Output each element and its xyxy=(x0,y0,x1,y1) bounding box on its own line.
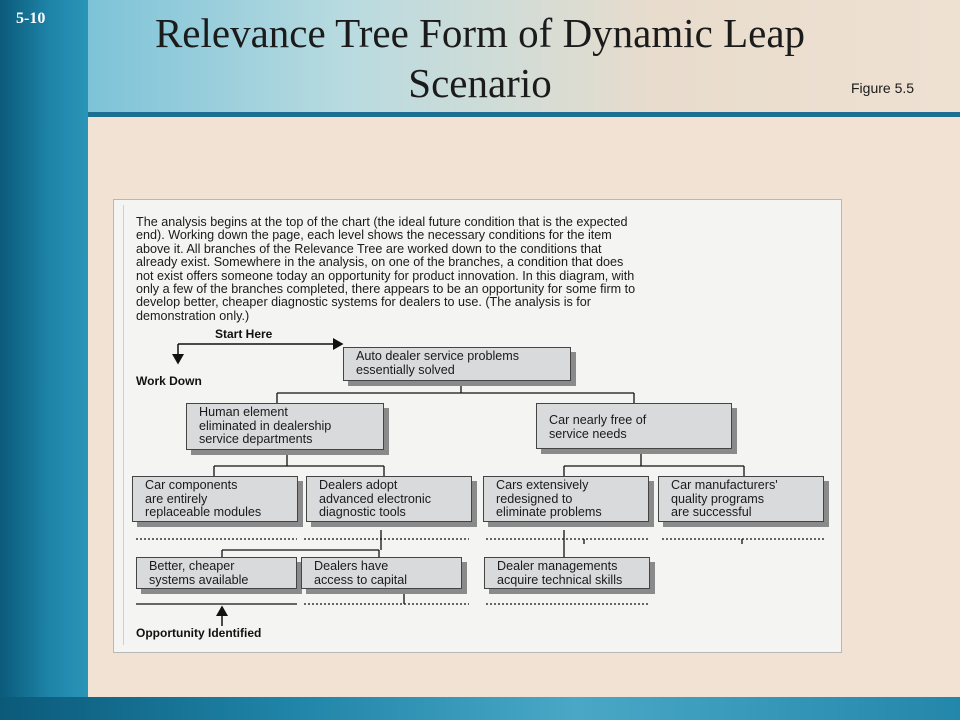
intro-line: The analysis begins at the top of the ch… xyxy=(136,215,628,229)
figure-intro-text: The analysis begins at the top of the ch… xyxy=(136,215,836,323)
node-text: Dealers adopt xyxy=(319,478,398,492)
figure-frame xyxy=(123,205,830,645)
node-text: Car manufacturers' xyxy=(671,478,778,492)
node-car-free: Car nearly free of service needs xyxy=(536,403,737,454)
node-text: Human element xyxy=(199,405,288,419)
slide-title-line-2: Scenario xyxy=(408,60,552,106)
node-text: access to capital xyxy=(314,572,408,587)
bottom-decorative-band xyxy=(0,697,960,720)
node-text: Dealer managements xyxy=(497,559,618,573)
node-text: advanced electronic xyxy=(319,491,432,506)
node-text: are entirely xyxy=(145,491,208,506)
intro-line: not exist offers someone today an opport… xyxy=(136,268,635,283)
node-text: eliminated in dealership xyxy=(199,418,332,433)
human-connector xyxy=(213,454,385,476)
relevance-tree-figure: The analysis begins at the top of the ch… xyxy=(113,199,842,653)
node-redesigned: Cars extensively redesigned to eliminate… xyxy=(483,476,654,527)
node-text: Car components xyxy=(145,478,238,492)
node-quality: Car manufacturers' quality programs are … xyxy=(658,476,829,527)
node-components: Car components are entirely replaceable … xyxy=(132,476,303,527)
figure-label: Figure 5.5 xyxy=(851,80,915,96)
intro-line: develop better, cheaper diagnostic syste… xyxy=(136,295,592,310)
node-dealer-managements: Dealer managements acquire technical ski… xyxy=(484,557,655,594)
node-text: redesigned to xyxy=(496,491,573,506)
node-text: Cars extensively xyxy=(496,478,589,492)
header-divider xyxy=(88,112,960,117)
node-text: are successful xyxy=(671,505,752,520)
work-down-label: Work Down xyxy=(136,374,202,388)
node-text: diagnostic tools xyxy=(319,505,406,520)
node-text: service needs xyxy=(549,426,627,441)
intro-line: demonstration only.) xyxy=(136,308,250,323)
node-dealers-adopt: Dealers adopt advanced electronic diagno… xyxy=(306,476,477,527)
node-text: replaceable modules xyxy=(145,505,262,520)
node-text: Car nearly free of xyxy=(549,413,647,427)
title-header xyxy=(88,0,960,113)
slide-title-line-1: Relevance Tree Form of Dynamic Leap xyxy=(154,10,806,56)
slide-title: Relevance Tree Form of Dynamic Leap Scen… xyxy=(100,8,860,108)
node-text: service departments xyxy=(199,432,313,447)
root-connector xyxy=(276,381,635,403)
node-text: acquire technical skills xyxy=(497,572,623,587)
left-decorative-band xyxy=(0,0,88,720)
node-text: eliminate problems xyxy=(496,505,602,520)
node-text: quality programs xyxy=(671,491,765,506)
node-human-element: Human element eliminated in dealership s… xyxy=(186,403,389,455)
node-text: essentially solved xyxy=(356,362,455,377)
slide-number: 5-10 xyxy=(16,10,46,27)
node-text: Auto dealer service problems xyxy=(356,349,520,363)
node-access-capital: Dealers have access to capital xyxy=(301,557,467,594)
start-here-label: Start Here xyxy=(215,327,273,341)
node-text: systems available xyxy=(149,572,249,587)
node-text: Dealers have xyxy=(314,559,389,573)
node-better-cheaper: Better, cheaper systems available xyxy=(136,557,302,594)
tree-connectors xyxy=(136,338,826,626)
intro-line: above it. All branches of the Relevance … xyxy=(136,241,602,256)
node-root: Auto dealer service problems essentially… xyxy=(343,347,576,386)
intro-line: already exist. Somewhere in the analysis… xyxy=(136,255,624,270)
node-text: Better, cheaper xyxy=(149,559,235,573)
intro-line: end). Working down the page, each level … xyxy=(136,228,612,243)
dealers-adopt-connector xyxy=(221,530,382,557)
opportunity-identified-label: Opportunity Identified xyxy=(136,626,262,640)
intro-line: only a few of the branches completed, th… xyxy=(136,282,636,297)
